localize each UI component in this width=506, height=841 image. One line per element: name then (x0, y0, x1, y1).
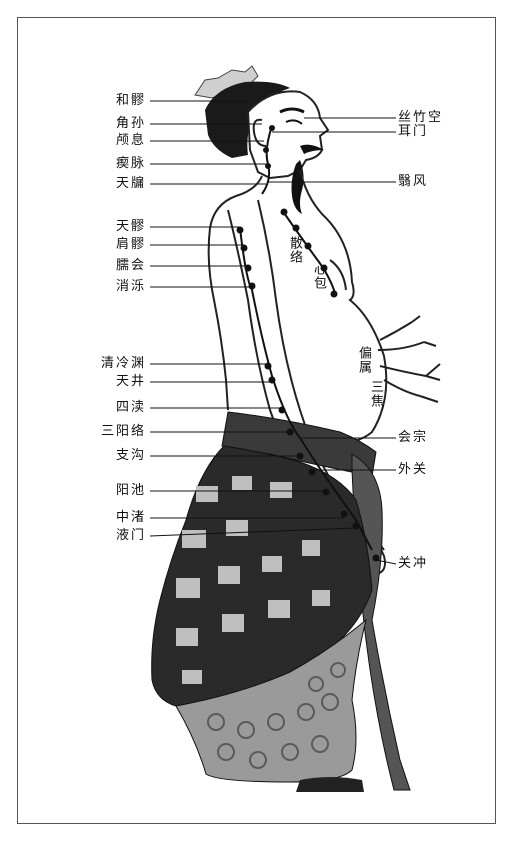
label-tianyou: 天牖 (76, 177, 146, 191)
raised-hand-fingers (412, 316, 440, 402)
torso-back (209, 176, 262, 410)
label-luxi: 颅息 (76, 134, 146, 148)
sash-pendant (352, 454, 410, 790)
label-helao: 和髎 (76, 94, 146, 108)
shoe (296, 777, 364, 792)
label-sanjiao: 三焦 (368, 380, 382, 408)
label-naohui: 臑会 (76, 259, 146, 273)
label-sidu: 四渎 (76, 401, 146, 415)
label-sizhukong: 丝竹空 (398, 111, 443, 125)
label-jianliao: 肩髎 (76, 238, 146, 252)
label-zhongzhu: 中渚 (76, 511, 146, 525)
label-sanluo: 散络 (287, 236, 301, 264)
label-pianshu: 偏属 (356, 346, 370, 374)
label-tianjing: 天井 (76, 375, 146, 389)
label-yangchi: 阳池 (76, 484, 146, 498)
label-qinglengyuan: 清冷渊 (76, 357, 146, 371)
label-zhigou: 支沟 (76, 449, 146, 463)
label-xinbao: 心包 (311, 262, 325, 290)
label-tianliao: 天髎 (76, 220, 146, 234)
label-yemen: 液门 (76, 529, 146, 543)
label-xiaoluo: 消泺 (76, 280, 146, 294)
label-chimai: 瘈脉 (76, 157, 146, 171)
label-sanyangluo: 三阳络 (76, 425, 146, 439)
label-huizong: 会宗 (398, 431, 428, 445)
label-ermen: 耳门 (398, 125, 428, 139)
label-guanchong: 关冲 (398, 557, 428, 571)
label-jiaosun: 角孙 (76, 117, 146, 131)
label-waiguan: 外关 (398, 463, 428, 477)
label-yifeng: 翳风 (398, 175, 428, 189)
raised-hand (378, 322, 440, 396)
